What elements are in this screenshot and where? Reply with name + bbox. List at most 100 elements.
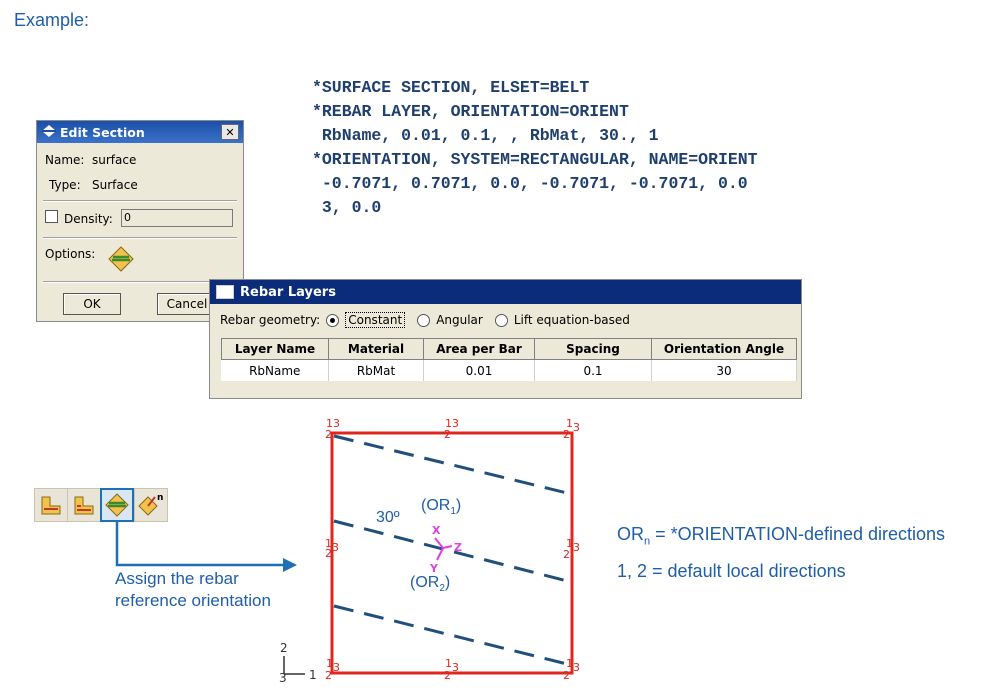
- toolbar-orientation-button[interactable]: n: [134, 488, 168, 522]
- name-label: Name:: [45, 153, 85, 167]
- code-line: 3, 0.0: [312, 198, 382, 217]
- window-icon: [216, 285, 234, 299]
- type-value: Surface: [92, 178, 138, 192]
- node-label: 2: [444, 669, 451, 682]
- separator: [43, 200, 237, 202]
- node-label: 1: [566, 417, 573, 430]
- node-label: 1: [325, 537, 332, 550]
- angle-label: 30º: [376, 509, 400, 526]
- node-label: 1: [326, 417, 333, 430]
- legend-line-orientation: ORn = *ORIENTATION-defined directions: [617, 524, 946, 548]
- table-cell[interactable]: RbMat: [328, 359, 424, 381]
- node-label: 1: [566, 537, 573, 550]
- global-axis-labels: 2 1 3: [279, 641, 317, 685]
- triad-x-label: 1: [309, 668, 317, 682]
- radio-angular[interactable]: [417, 313, 431, 327]
- rebar-icon: [41, 496, 61, 515]
- node-label: 1: [445, 417, 452, 430]
- option-constant-label[interactable]: Constant: [345, 312, 406, 328]
- node-label: 3: [452, 417, 459, 430]
- option-angular-label[interactable]: Angular: [436, 313, 483, 327]
- cancel-button[interactable]: Cancel: [157, 293, 217, 315]
- radio-lift-equation[interactable]: [494, 313, 508, 327]
- name-value: surface: [92, 153, 137, 167]
- toolbar-rebar-orientation-button[interactable]: [100, 488, 134, 522]
- or2-label: (OR2): [410, 574, 451, 595]
- separator: [43, 281, 237, 283]
- legend-line-default: 1, 2 = default local directions: [617, 560, 846, 581]
- toolbar-rebar-layer-button[interactable]: [67, 488, 101, 522]
- option-lift-equation-label[interactable]: Lift equation-based: [513, 313, 630, 327]
- node-label: 2: [325, 669, 332, 682]
- orientation-superscript: n: [157, 493, 163, 503]
- rebar-geometry-row: Rebar geometry: Constant Angular Lift eq…: [220, 312, 630, 328]
- node-label: 3: [452, 661, 459, 674]
- rebar-layers-title: Rebar Layers: [240, 284, 336, 300]
- edit-section-titlebar: Edit Section ✕: [37, 121, 243, 143]
- or1-label: (OR1): [421, 497, 462, 518]
- separator: [43, 237, 237, 239]
- node-label: 2: [325, 547, 332, 560]
- node-labels: 1 3 2 1 3 2 1 3 2 1 3 2 1 3 2 1 3 2 1 3 …: [325, 417, 580, 682]
- rebar-layers-dialog: Rebar Layers Rebar geometry: Constant An…: [209, 279, 802, 399]
- rebar-layers-titlebar: Rebar Layers: [210, 280, 801, 304]
- table-row[interactable]: RbName RbMat 0.01 0.1 30: [221, 359, 797, 381]
- code-line: *SURFACE SECTION, ELSET=BELT: [312, 78, 590, 97]
- table-cell[interactable]: RbName: [221, 359, 329, 381]
- density-checkbox[interactable]: [45, 210, 58, 223]
- node-label: 2: [444, 428, 451, 441]
- density-input[interactable]: 0: [121, 209, 233, 227]
- node-label: 2: [563, 428, 570, 441]
- legend: ORn = *ORIENTATION-defined directions 1,…: [617, 520, 945, 586]
- caption-line: Assign the rebar: [115, 569, 239, 588]
- table-cell[interactable]: 30: [651, 359, 797, 381]
- table-cell[interactable]: 0.1: [534, 359, 652, 381]
- input-file-code: *SURFACE SECTION, ELSET=BELT *REBAR LAYE…: [312, 76, 758, 220]
- node-label: 3: [573, 541, 580, 554]
- axis-z-label: Z: [454, 541, 462, 554]
- global-axis-triad: [283, 656, 305, 675]
- app-icon: [41, 124, 57, 141]
- column-header[interactable]: Material: [328, 338, 424, 360]
- element-outline: [330, 431, 574, 675]
- node-label: 1: [566, 657, 573, 670]
- rebar-layer-icon: [74, 496, 94, 515]
- node-label: 3: [332, 541, 339, 554]
- ok-button[interactable]: OK: [63, 293, 121, 315]
- rebar-layers-table: Layer Name Material Area per Bar Spacing…: [221, 338, 797, 381]
- density-label: Density:: [64, 212, 113, 226]
- code-line: *REBAR LAYER, ORIENTATION=ORIENT: [312, 102, 629, 121]
- rebar-geometry-label: Rebar geometry:: [220, 313, 321, 327]
- table-header: Layer Name Material Area per Bar Spacing…: [221, 338, 797, 360]
- triad-y-label: 2: [280, 641, 288, 655]
- triad-z-label: 3: [279, 671, 287, 685]
- node-label: 3: [573, 421, 580, 434]
- close-icon[interactable]: ✕: [221, 124, 239, 140]
- orientation-icon: n: [138, 493, 163, 516]
- options-label: Options:: [45, 247, 96, 261]
- edit-section-dialog: Edit Section ✕ Name: surface Type: Surfa…: [36, 120, 244, 322]
- node-label: 1: [326, 657, 333, 670]
- rebar-orientation-icon[interactable]: [107, 245, 135, 276]
- table-cell[interactable]: 0.01: [423, 359, 535, 381]
- column-header[interactable]: Area per Bar: [423, 338, 535, 360]
- node-label: 2: [563, 548, 570, 561]
- axis-x-label: X: [432, 524, 441, 537]
- radio-constant[interactable]: [326, 313, 340, 327]
- node-label: 2: [325, 428, 332, 441]
- node-label: 3: [333, 417, 340, 430]
- rebar-lines: [333, 434, 572, 667]
- code-line: RbName, 0.01, 0.1, , RbMat, 30., 1: [312, 126, 659, 145]
- node-label: 3: [573, 661, 580, 674]
- code-line: *ORIENTATION, SYSTEM=RECTANGULAR, NAME=O…: [312, 150, 758, 169]
- column-header[interactable]: Orientation Angle: [651, 338, 797, 360]
- rebar-orientation-icon: [105, 493, 129, 517]
- type-label: Type:: [49, 178, 81, 192]
- caption-line: reference orientation: [115, 591, 271, 610]
- assign-orientation-caption: Assign the rebar reference orientation: [115, 568, 271, 612]
- axis-y-label: Y: [429, 562, 439, 575]
- node-label: 1: [445, 657, 452, 670]
- edit-section-title: Edit Section: [60, 124, 145, 140]
